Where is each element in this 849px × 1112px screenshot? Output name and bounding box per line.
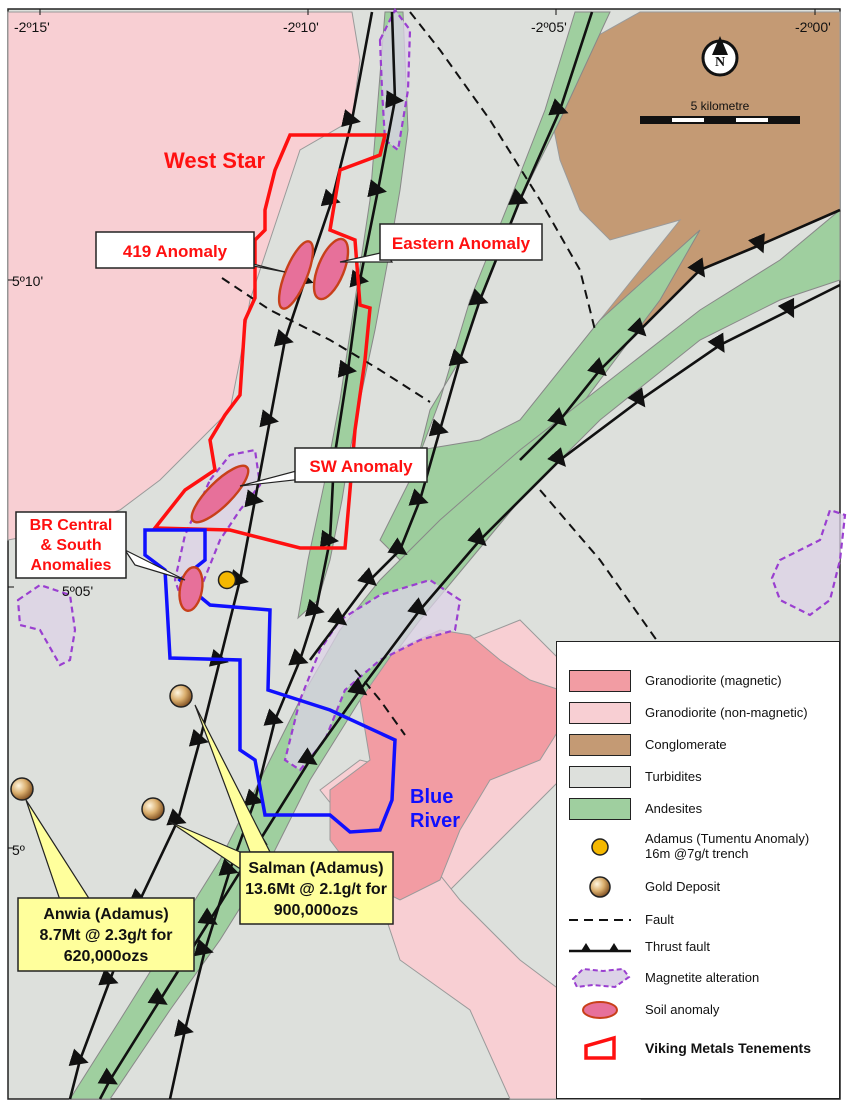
callout-anwia-line3: 620,000ozs: [64, 948, 149, 965]
legend-row-thrust-fault: Thrust fault: [567, 934, 710, 960]
north-arrow-icon: N: [701, 36, 739, 77]
legend-label-granodiorite-nonmagnetic: Granodiorite (non-magnetic): [645, 704, 808, 720]
callout-sw-box: [294, 447, 428, 483]
callout-salman-box: [239, 851, 394, 925]
scale-bar: 5 kilometre: [640, 99, 800, 124]
adamus-point-icon: [591, 838, 609, 856]
callout-sw-text: SW Anomaly: [309, 457, 413, 476]
legend-row-fault: Fault: [567, 907, 674, 933]
soil-anomaly-br-central: [178, 566, 204, 612]
callout-eastern-box: [379, 223, 543, 261]
legend-row-adamus: Adamus (Tumentu Anomaly) 16m @7g/t trenc…: [567, 831, 810, 862]
legend-label-thrust-fault: Thrust fault: [645, 938, 711, 954]
callout-salman-line3: 900,000ozs: [274, 902, 359, 919]
coord-top-4: -2º00': [795, 19, 831, 35]
legend-label-soil-anomaly: Soil anomaly: [645, 1001, 720, 1017]
label-blue-river-2: River: [410, 810, 460, 832]
tenement-icon: [584, 1035, 616, 1060]
soil-anomaly-eastern: [312, 237, 350, 301]
gold-deposit-north: [169, 684, 193, 708]
soil-anomaly-icon: [582, 1001, 618, 1019]
coord-top-3: -2º05': [531, 19, 567, 35]
legend-row-granodiorite-nonmagnetic: Granodiorite (non-magnetic): [567, 700, 808, 726]
gold-deposit-salman: [141, 797, 165, 821]
fault-line-icon: [569, 919, 631, 921]
swatch-andesites: [569, 798, 631, 820]
soil-anomaly-sw: [190, 464, 250, 524]
swatch-conglomerate: [569, 734, 631, 756]
svg-text:5 kilometre: 5 kilometre: [691, 99, 750, 113]
legend-row-tenements: Viking Metals Tenements: [567, 1035, 811, 1061]
legend-row-gold-deposit: Gold Deposit: [567, 874, 720, 900]
legend-label-conglomerate: Conglomerate: [645, 736, 727, 752]
callout-anwia-box: [17, 897, 195, 972]
legend-row-turbidites: Turbidites: [567, 764, 702, 790]
swatch-granodiorite-nonmagnetic: [569, 702, 631, 724]
legend-label-magnetite: Magnetite alteration: [645, 969, 760, 985]
callout-br-line1: BR Central: [30, 517, 113, 534]
legend-label-gold-deposit: Gold Deposit: [645, 878, 721, 894]
swatch-turbidites: [569, 766, 631, 788]
svg-text:N: N: [715, 55, 725, 70]
callout-419-box: [95, 231, 255, 269]
legend-row-magnetite: Magnetite alteration: [567, 965, 759, 991]
legend: Granodiorite (magnetic) Granodiorite (no…: [556, 641, 840, 1099]
callout-salman-line2: 13.6Mt @ 2.1g/t for: [245, 881, 387, 898]
callout-anwia-line2: 8.7Mt @ 2.3g/t for: [40, 927, 173, 944]
callout-salman-line1: Salman (Adamus): [248, 860, 383, 877]
legend-label-turbidites: Turbidites: [645, 768, 702, 784]
coord-left-2: 5º05': [62, 583, 93, 599]
callout-419-text: 419 Anomaly: [123, 242, 228, 261]
coord-left-3: 5º: [12, 842, 25, 858]
thrust-fault-conglomerate: [519, 208, 841, 461]
soil-anomaly-419: [277, 240, 315, 310]
tenement-west-star: [151, 133, 388, 550]
gold-deposit-anwia: [10, 777, 34, 801]
callout-br-line2: & South: [40, 537, 101, 554]
legend-label-adamus: Adamus (Tumentu Anomaly) 16m @7g/t trenc…: [645, 831, 810, 862]
coord-top-2: -2º10': [283, 19, 319, 35]
label-blue-river-1: Blue: [410, 786, 453, 808]
callout-anwia-line1: Anwia (Adamus): [43, 906, 168, 923]
legend-label-andesites: Andesites: [645, 800, 703, 816]
callout-eastern-text: Eastern Anomaly: [392, 234, 531, 253]
magnetite-alteration-icon: [571, 967, 631, 989]
swatch-granodiorite-magnetic: [569, 670, 631, 692]
legend-label-adamus-line2: 16m @7g/t trench: [645, 845, 749, 861]
callout-br-line3: Anomalies: [31, 557, 112, 574]
label-west-star: West Star: [164, 148, 266, 173]
adamus-tumentu-point: [217, 570, 237, 590]
gold-deposit-icon: [589, 876, 611, 898]
legend-row-soil-anomaly: Soil anomaly: [567, 997, 719, 1023]
legend-row-granodiorite-magnetic: Granodiorite (magnetic): [567, 668, 782, 694]
legend-label-tenements: Viking Metals Tenements: [645, 1039, 811, 1056]
legend-row-conglomerate: Conglomerate: [567, 732, 727, 758]
legend-label-granodiorite-magnetic: Granodiorite (magnetic): [645, 672, 782, 688]
callout-br-box: [15, 511, 127, 579]
legend-label-fault: Fault: [645, 911, 674, 927]
coord-left-1: 5º10': [12, 273, 43, 289]
callout-pointer-br: [123, 548, 186, 581]
coord-top-1: -2º15': [14, 19, 50, 35]
legend-row-andesites: Andesites: [567, 796, 702, 822]
thrust-fault-icon: [569, 943, 631, 953]
legend-label-adamus-line1: Adamus (Tumentu Anomaly): [645, 831, 810, 846]
